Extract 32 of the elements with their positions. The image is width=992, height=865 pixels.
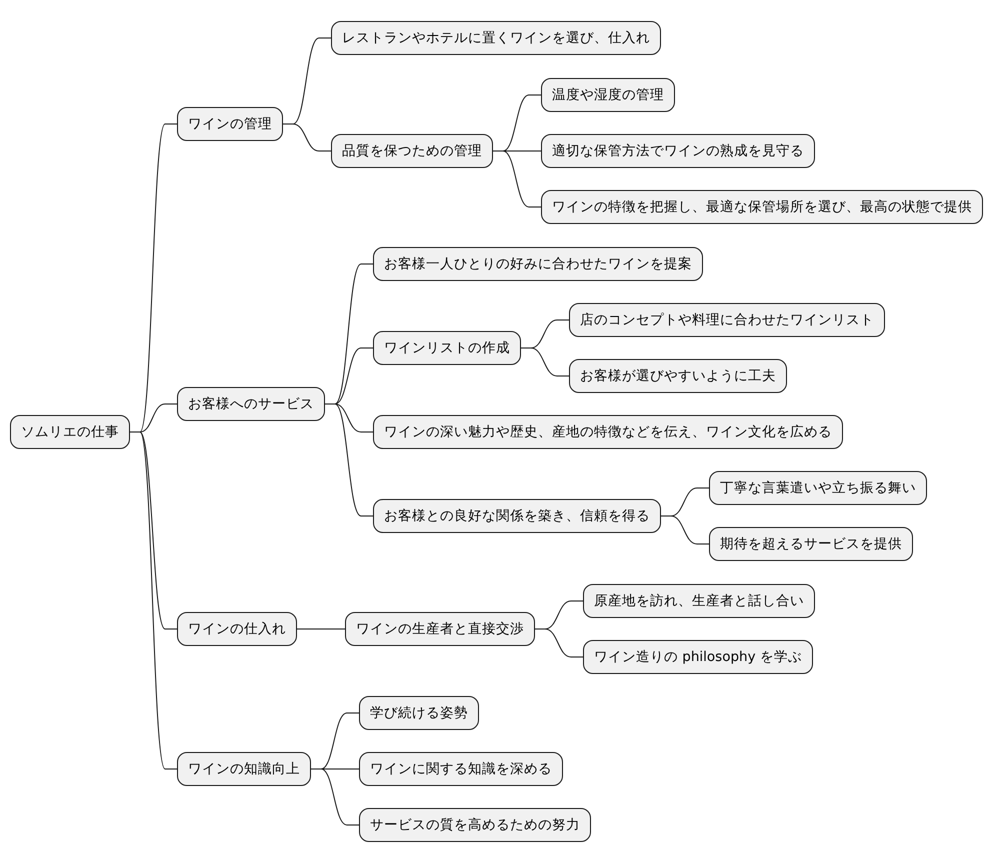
topic-box: お客様一人ひとりの好みに合わせたワインを提案 [373,247,703,281]
topic-box: 丁寧な言葉遣いや立ち振る舞い [709,471,927,505]
connector-line [534,628,584,658]
topic-box: 温度や湿度の管理 [541,78,675,112]
topic-box: サービスの質を高めるための努力 [359,808,591,842]
connector-line [296,628,346,630]
topic-box: ワインの管理 [177,107,283,141]
topic-box: 適切な保管方法でワインの熟成を見守る [541,134,815,168]
topic-box: 品質を保つための管理 [331,134,493,168]
topic-box: お客様との良好な関係を築き、信頼を得る [373,499,661,533]
connector-line [660,516,710,544]
topic-box: ソムリエの仕事 [10,415,130,449]
topic-box: 期待を超えるサービスを提供 [709,527,913,561]
connector-line [492,150,542,208]
topic-box: ワインリストの作成 [373,331,521,365]
topic-box: ワインの深い魅力や歴史、産地の特徴などを伝え、ワイン文化を広める [373,415,843,449]
topic-box: お客様が選びやすいように工夫 [569,359,787,393]
topic-box: ワインの仕入れ [177,612,297,646]
connector-line [324,404,374,516]
topic-box: ワインの知識向上 [177,752,311,786]
connector-line [282,124,332,152]
topic-box: レストランやホテルに置くワインを選び、仕入れ [331,21,661,55]
topic-box: ワイン造りの philosophy を学ぶ [583,640,813,674]
topic-box: 店のコンセプトや料理に合わせたワインリスト [569,303,885,337]
topic-box: お客様へのサービス [177,387,325,421]
connector-line [310,768,360,826]
topic-box: 学び続ける姿勢 [359,696,479,730]
topic-box: ワインの生産者と直接交渉 [345,612,535,646]
topic-box: ワインに関する知識を深める [359,752,563,786]
topic-box: ワインの特徴を把握し、最適な保管場所を選び、最高の状態で提供 [541,190,983,224]
connector-line [520,348,570,376]
topic-box: 原産地を訪れ、生産者と話し合い [583,584,815,618]
